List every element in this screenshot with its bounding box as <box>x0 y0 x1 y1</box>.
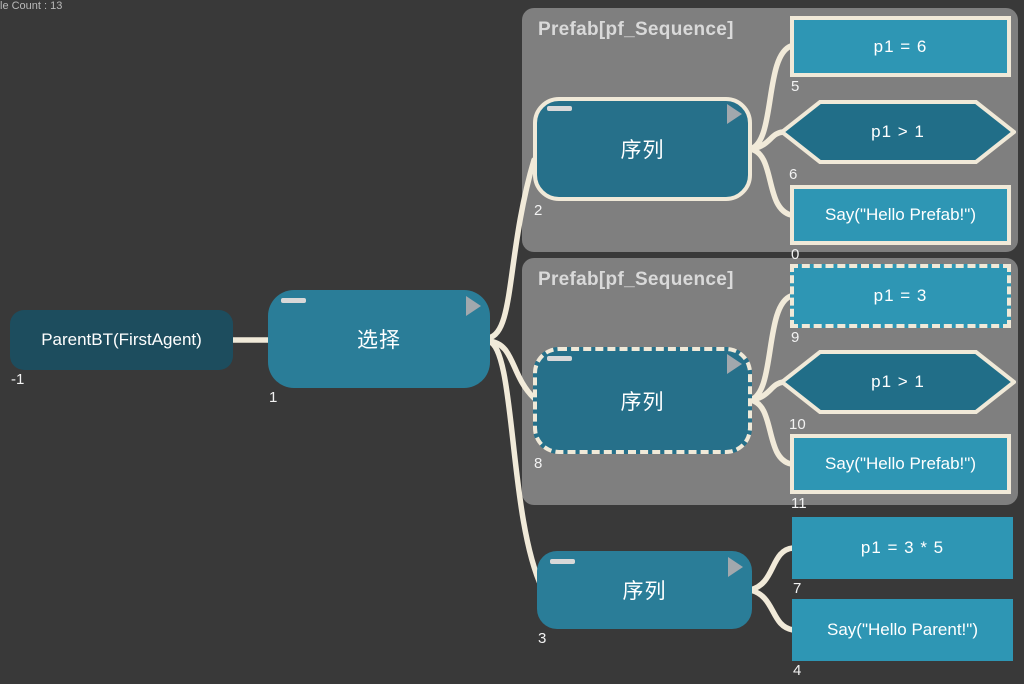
node-label: p1 = 6 <box>873 36 928 56</box>
prefab-panel-title: Prefab[pf_Sequence] <box>538 269 734 290</box>
node-index: 10 <box>789 416 806 433</box>
play-triangle-icon <box>466 296 481 316</box>
node-index: 9 <box>791 329 800 346</box>
hexagon-shape <box>780 100 1016 164</box>
node-index: 2 <box>534 202 543 219</box>
node-label: 序列 <box>620 390 665 414</box>
conditional-node-p1-gt-1[interactable]: p1 > 1 <box>780 99 1016 165</box>
node-label: Say("Hello Prefab!") <box>825 454 976 473</box>
node-label: Say("Hello Parent!") <box>827 620 978 639</box>
selector-node[interactable]: 选择 <box>268 290 490 388</box>
action-node-say-parent[interactable]: Say("Hello Parent!") <box>792 599 1013 661</box>
play-triangle-icon <box>727 104 742 124</box>
collapse-dash-icon[interactable] <box>547 106 572 111</box>
connection <box>747 129 786 152</box>
node-label: p1 > 1 <box>871 372 925 391</box>
connection <box>747 587 796 633</box>
node-index: 8 <box>534 455 543 472</box>
node-index: 11 <box>791 495 807 512</box>
node-index: 4 <box>793 662 802 679</box>
node-index: 5 <box>791 78 800 95</box>
connection <box>747 545 796 593</box>
node-label: p1 = 3 <box>873 286 928 305</box>
root-node-parentbt[interactable]: ParentBT(FirstAgent) <box>10 310 233 370</box>
connection <box>747 146 794 218</box>
connection <box>747 293 794 403</box>
connection <box>485 157 537 341</box>
node-label: p1 > 1 <box>871 122 925 141</box>
prefab-panel-title: Prefab[pf_Sequence] <box>538 19 734 40</box>
action-node-say-prefab-middle[interactable]: Say("Hello Prefab!") <box>790 434 1011 494</box>
node-index: -1 <box>11 371 25 388</box>
node-count-label: le Count : 13 <box>0 0 63 12</box>
node-index: 1 <box>269 389 278 406</box>
sequence-node-top[interactable]: 序列 <box>533 97 752 201</box>
node-index: 6 <box>789 166 798 183</box>
action-node-assign-p1-3[interactable]: p1 = 3 <box>790 264 1011 328</box>
node-label: ParentBT(FirstAgent) <box>41 330 202 349</box>
action-node-say-prefab-top[interactable]: Say("Hello Prefab!") <box>790 185 1011 245</box>
connection <box>485 338 545 591</box>
node-label: Say("Hello Prefab!") <box>825 205 976 224</box>
collapse-dash-icon[interactable] <box>550 559 575 564</box>
action-node-assign-p1-3x5[interactable]: p1 = 3 * 5 <box>792 517 1013 579</box>
node-label: 选择 <box>357 329 401 352</box>
play-triangle-icon <box>728 557 743 577</box>
node-label: 序列 <box>622 580 667 603</box>
node-index: 3 <box>538 630 547 647</box>
action-node-assign-p1-6[interactable]: p1 = 6 <box>790 16 1011 77</box>
sequence-node-bottom[interactable]: 序列 <box>537 551 752 629</box>
conditional-node-p1-gt-1[interactable]: p1 > 1 <box>780 349 1016 415</box>
node-index: 0 <box>791 246 800 263</box>
collapse-dash-icon[interactable] <box>281 298 306 303</box>
play-triangle-icon <box>727 354 742 374</box>
node-index: 7 <box>793 580 802 597</box>
node-label: p1 = 3 * 5 <box>860 538 945 557</box>
connection <box>747 379 786 403</box>
sequence-node-middle[interactable]: 序列 <box>533 347 752 454</box>
hexagon-shape <box>780 350 1016 414</box>
collapse-dash-icon[interactable] <box>547 356 572 361</box>
connection <box>747 43 794 152</box>
node-label: 序列 <box>620 139 665 162</box>
connection <box>747 397 794 467</box>
connection <box>485 338 537 401</box>
